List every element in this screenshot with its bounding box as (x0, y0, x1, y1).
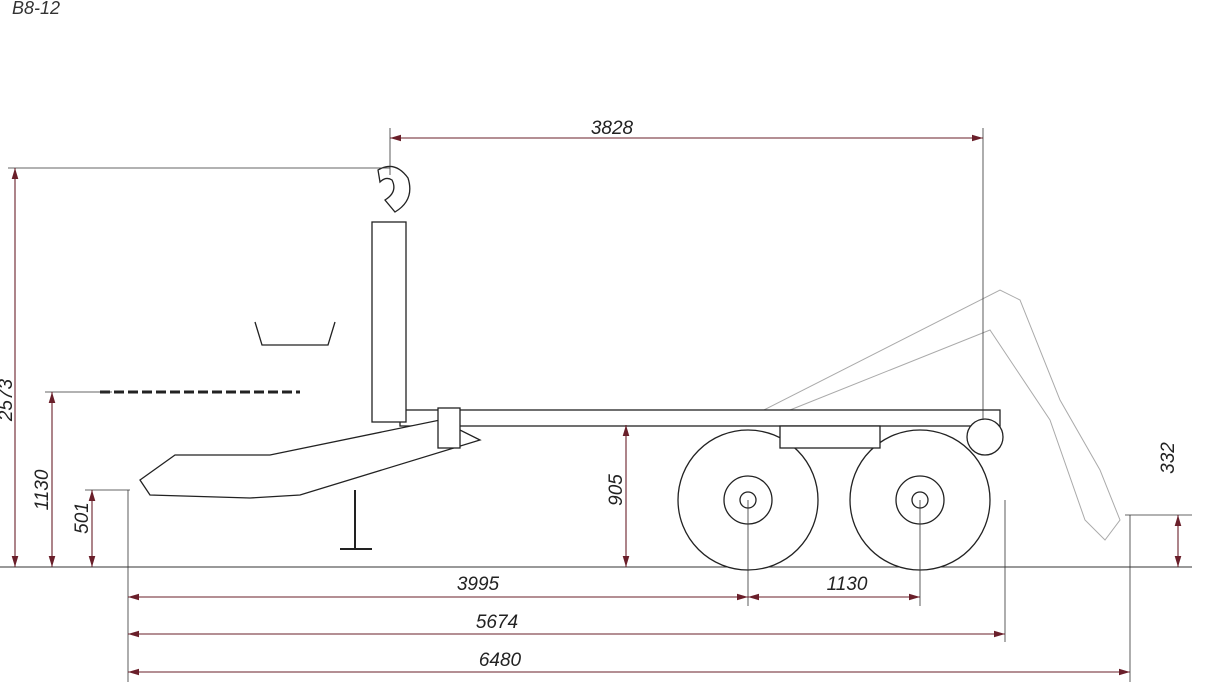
dim-label-332: 332 (1158, 442, 1179, 474)
main-frame (399, 409, 1001, 427)
dim-label-1130-height: 1130 (32, 469, 53, 510)
dim-label-3828: 3828 (591, 118, 634, 139)
cradle (254, 321, 336, 346)
hook-mast (371, 221, 407, 423)
suspension (779, 425, 881, 449)
dim-label-905: 905 (606, 474, 627, 506)
dim-label-6480: 6480 (479, 650, 522, 671)
dim-label-3995: 3995 (457, 574, 500, 595)
drawing-title: B8-12 (12, 0, 61, 18)
drawbar (139, 419, 482, 499)
dim-label-5674: 5674 (476, 612, 518, 633)
dim-label-501: 501 (72, 502, 93, 534)
bracket (437, 407, 461, 449)
dim-label-1130-axle: 1130 (827, 574, 868, 595)
trailer-body (100, 165, 1121, 571)
lift-hook (377, 165, 411, 213)
reel (966, 418, 1004, 456)
hook-arm-tilted-ghost (759, 289, 1121, 541)
dim-label-2573: 2573 (0, 378, 17, 422)
